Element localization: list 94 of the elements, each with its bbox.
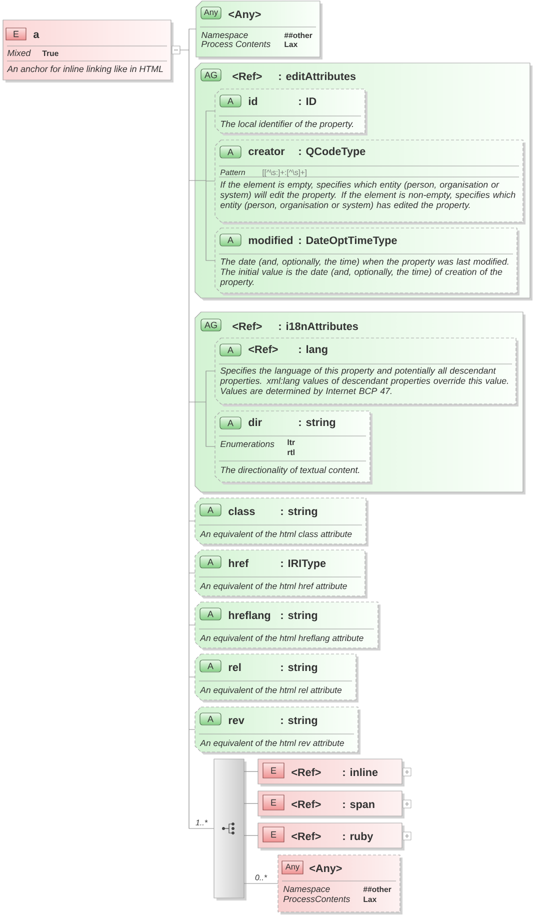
reference-label: <Ref> — [232, 72, 262, 80]
property-name: Enumerations — [220, 440, 274, 448]
connector-line — [180, 28, 214, 829]
element-name: : ruby — [343, 832, 374, 842]
property-name: Namespace — [283, 886, 330, 894]
description: An equivalent of the html rev attribute — [200, 740, 344, 748]
property-name: Mixed — [7, 50, 31, 56]
attribute-name: class — [228, 507, 255, 516]
type-name: : string — [281, 716, 318, 726]
type-name: : string — [299, 418, 336, 428]
element-name: : inline — [343, 768, 378, 776]
wildcard-box — [196, 0, 322, 60]
attribute-box — [194, 706, 360, 754]
reference-label: <Ref> — [292, 800, 321, 808]
attribute-badge: A — [200, 556, 222, 568]
group-name: : i18nAttributes — [279, 322, 358, 330]
property-name: ProcessContents — [283, 896, 350, 902]
element-name: : span — [343, 802, 374, 810]
attribute-box — [194, 550, 368, 598]
attribute-name: dir — [248, 418, 262, 426]
attribute-badge: A — [220, 234, 242, 246]
reference-label: <Ref> — [248, 345, 278, 354]
element-box — [258, 822, 412, 850]
attribute-name: rel — [228, 663, 241, 672]
property-name: Process Contents — [201, 40, 270, 48]
attribute-box — [214, 228, 520, 296]
element-badge: E — [262, 826, 284, 842]
connector-line — [244, 803, 258, 804]
description: If the element is empty, specifies which entity (person, organisation or system) will edit the property. If the element is non-empty, specifies which entity (person, organisation or system) has edited the property. — [220, 181, 516, 210]
element-box — [2, 20, 180, 82]
description: An equivalent of the html hreflang attribute — [200, 634, 364, 643]
group-badge: AG — [200, 68, 222, 82]
connector-line — [194, 370, 216, 447]
group-badge: AG — [200, 318, 222, 332]
wildcard-name: <Any> — [228, 10, 261, 20]
attribute-name: hreflang — [228, 611, 270, 622]
choice-bar — [214, 758, 246, 900]
type-name: : lang — [299, 345, 328, 356]
property-name: Namespace — [201, 32, 248, 40]
attribute-badge: A — [200, 504, 222, 516]
type-name: : QCodeType — [299, 147, 366, 158]
type-name: : ID — [299, 98, 316, 105]
attribute-badge: A — [220, 94, 242, 108]
attribute-badge: A — [220, 146, 242, 158]
type-name: : string — [281, 663, 318, 674]
element-badge: E — [6, 28, 26, 40]
attribute-box — [214, 410, 372, 484]
attribute-box — [194, 654, 358, 702]
attribute-badge: A — [220, 416, 242, 430]
reference-label: <Ref> — [292, 768, 321, 776]
reference-label: <Ref> — [232, 322, 262, 330]
element-name: a — [34, 32, 40, 38]
connector-line — [244, 771, 258, 772]
attribute-badge: A — [220, 344, 242, 356]
wildcard-badge: Any — [282, 860, 304, 874]
multiplicity-label: 0..* — [254, 874, 268, 882]
attribute-box — [214, 88, 368, 136]
connector-line — [244, 883, 278, 884]
wildcard-box — [278, 854, 402, 914]
type-name: : string — [281, 507, 318, 518]
multiplicity-label: 1..* — [194, 818, 208, 826]
description: An equivalent of the html href attribute — [200, 582, 347, 591]
attribute-name: modified — [248, 236, 292, 244]
attribute-name: id — [248, 97, 258, 106]
type-name: : string — [281, 611, 318, 622]
wildcard-badge: Any — [200, 6, 222, 20]
type-name: : IRIType — [281, 560, 326, 570]
description: The local identifier of the property. — [221, 120, 353, 129]
type-name: : DateOptTimeType — [299, 236, 397, 246]
attribute-badge: A — [200, 608, 222, 620]
group-name: : editAttributes — [279, 72, 356, 80]
description: The date (and, optionally, the time) when the property was last modified. The initial value is the date (and, optionally, the time) of creation of the property. — [220, 258, 508, 287]
description: Specifies the language of this property and potentially all descendant properties. xml:lang values of descendant properties override this value. Values are determined by Internet BCP 47. — [220, 367, 508, 396]
attribute-box — [214, 338, 518, 406]
description: An anchor for inline linking like in HTML — [6, 66, 163, 74]
wildcard-name: <Any> — [310, 864, 342, 874]
attribute-box — [214, 140, 526, 224]
description: The directionality of textual content. — [221, 466, 360, 475]
connector-line — [244, 835, 258, 836]
attribute-badge: A — [200, 712, 222, 726]
connector-line — [194, 110, 216, 261]
attribute-box — [194, 498, 368, 546]
element-badge: E — [262, 762, 284, 778]
attribute-name: creator — [248, 148, 285, 156]
element-badge: E — [262, 794, 284, 810]
attribute-name: href — [228, 559, 249, 568]
attribute-name: rev — [228, 718, 244, 724]
description: An equivalent of the html rel attribute — [200, 686, 342, 695]
attribute-box — [194, 602, 380, 650]
description: An equivalent of the html class attribute — [200, 530, 352, 539]
element-box — [258, 758, 412, 786]
reference-label: <Ref> — [292, 832, 321, 840]
element-box — [258, 790, 412, 818]
attribute-badge: A — [200, 660, 222, 672]
